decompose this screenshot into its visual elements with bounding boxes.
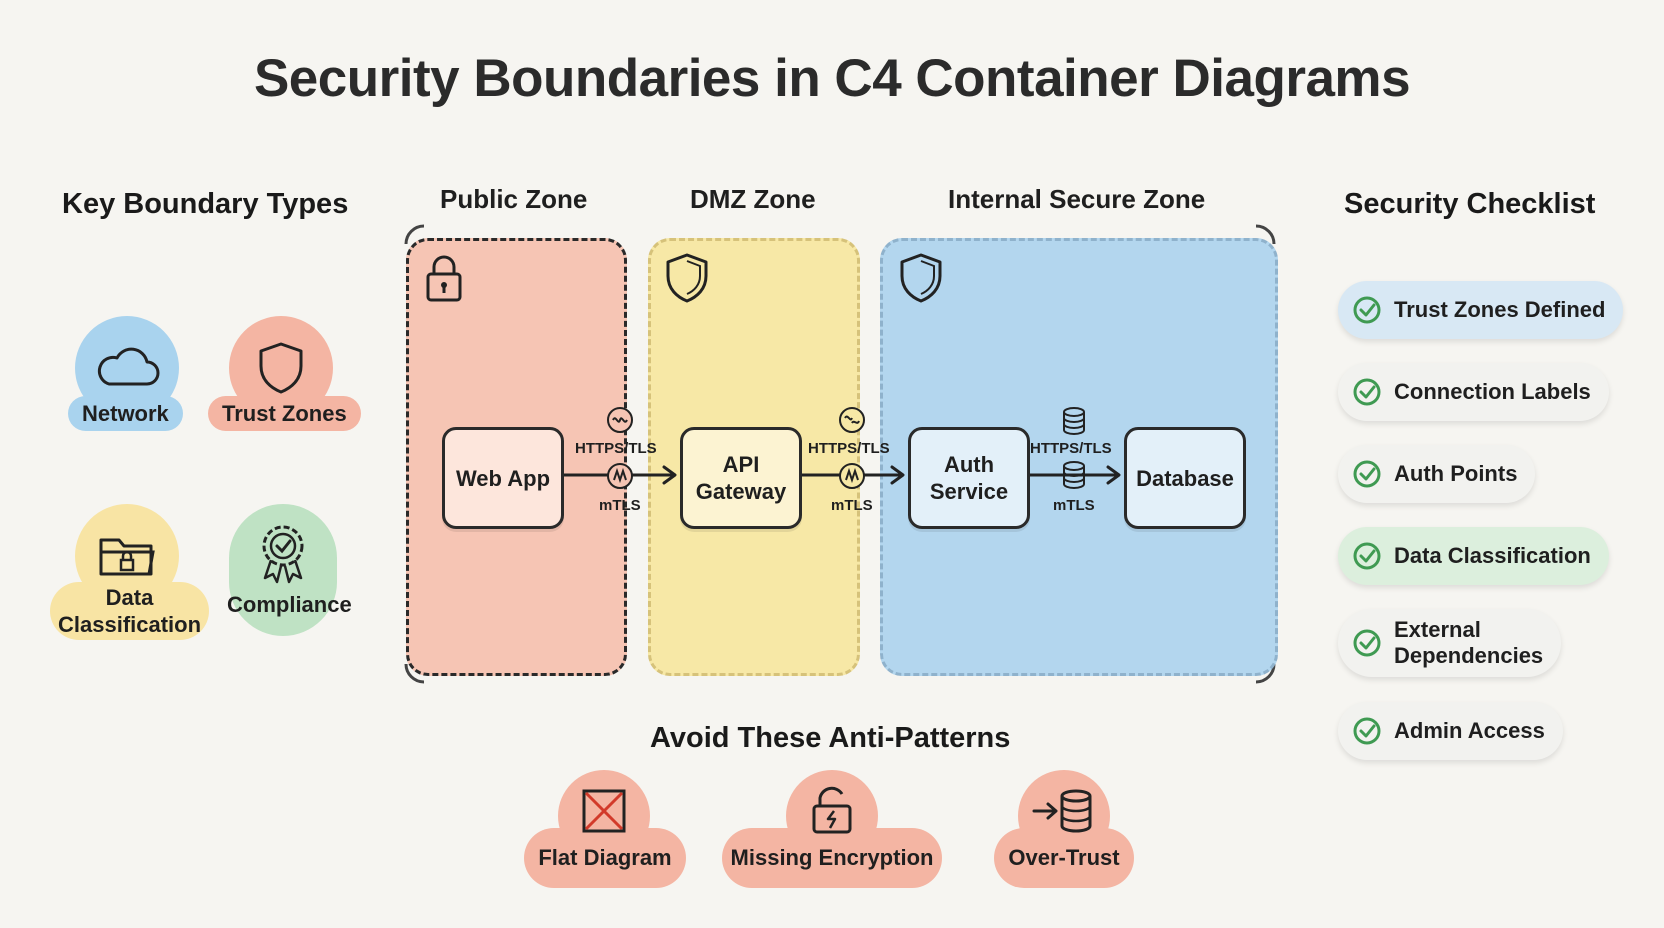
- checklist-label: Admin Access: [1394, 718, 1545, 743]
- zone-label-dmz: DMZ Zone: [690, 184, 816, 214]
- key-type-label: Compliance: [227, 592, 352, 617]
- node-label: Web App: [455, 465, 551, 491]
- encryption-signal-icon: [607, 463, 633, 489]
- anti-patterns-heading: Avoid These Anti-Patterns: [650, 722, 1011, 754]
- connection-label-https: HTTPS/TLS: [575, 440, 657, 457]
- encryption-signal-icon: [839, 407, 865, 433]
- database-icon: [1063, 407, 1085, 435]
- checklist-label: Connection Labels: [1394, 379, 1591, 404]
- padlock-icon: [426, 255, 462, 302]
- checklist-item-trust-zones: Trust Zones Defined: [1338, 281, 1624, 339]
- checklist-item-connection-labels: Connection Labels: [1338, 363, 1609, 421]
- key-type-label: Trust Zones: [208, 396, 361, 431]
- encryption-signal-icon: [839, 463, 865, 489]
- connection-label-mtls: mTLS: [599, 497, 641, 514]
- anti-pattern-label: Missing Encryption: [722, 828, 942, 888]
- checklist-item-data-classification: Data Classification: [1338, 527, 1609, 585]
- checklist-item-admin-access: Admin Access: [1338, 702, 1563, 760]
- node-database: Database: [1124, 427, 1246, 529]
- shield-icon: [666, 253, 708, 303]
- connection-label-mtls: mTLS: [831, 497, 873, 514]
- node-label: Auth Service: [929, 452, 1009, 504]
- anti-pattern-label: Flat Diagram: [524, 828, 686, 888]
- checklist-label: External Dependencies: [1394, 617, 1544, 668]
- checklist-heading: Security Checklist: [1344, 188, 1596, 220]
- check-circle-icon: [1353, 460, 1381, 488]
- checklist-item-auth-points: Auth Points: [1338, 445, 1536, 503]
- connection-label-https: HTTPS/TLS: [808, 440, 890, 457]
- key-type-label: Network: [68, 396, 183, 431]
- arrow-database-icon: [1032, 789, 1092, 833]
- checklist-label: Trust Zones Defined: [1394, 297, 1606, 322]
- zone-label-internal: Internal Secure Zone: [948, 184, 1206, 214]
- check-circle-icon: [1353, 717, 1381, 745]
- node-api-gateway: API Gateway: [680, 427, 802, 529]
- check-circle-icon: [1353, 296, 1381, 324]
- page-title: Security Boundaries in C4 Container Diag…: [253, 49, 1411, 108]
- connection-label-mtls: mTLS: [1053, 497, 1095, 514]
- node-label: API Gateway: [695, 452, 787, 504]
- anti-pattern-label: Over-Trust: [994, 828, 1134, 888]
- encryption-signal-icon: [607, 407, 633, 433]
- node-web-app: Web App: [442, 427, 564, 529]
- checklist-label: Auth Points: [1394, 461, 1518, 486]
- database-icon: [1063, 461, 1085, 489]
- node-label: Database: [1136, 465, 1234, 491]
- zone-label-public: Public Zone: [440, 184, 588, 214]
- check-circle-icon: [1353, 378, 1381, 406]
- connection-label-https: HTTPS/TLS: [1030, 440, 1112, 457]
- checklist-label: Data Classification: [1394, 543, 1591, 568]
- key-types-heading: Key Boundary Types: [62, 188, 349, 220]
- check-circle-icon: [1353, 629, 1381, 657]
- key-type-label: Data Classification: [50, 582, 210, 640]
- checklist-item-external-dependencies: External Dependencies: [1338, 609, 1562, 677]
- crossed-box-icon: [582, 789, 626, 833]
- check-circle-icon: [1353, 542, 1381, 570]
- award-badge-icon: [229, 504, 337, 636]
- shield-icon: [900, 253, 942, 303]
- node-auth-service: Auth Service: [908, 427, 1030, 529]
- broken-lock-icon: [812, 786, 852, 834]
